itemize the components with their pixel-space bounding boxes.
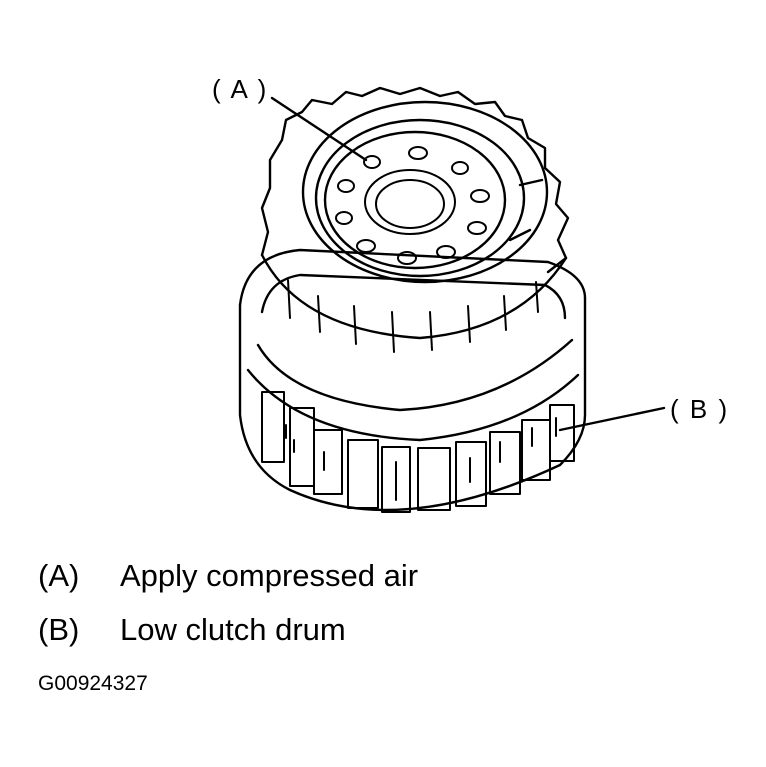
bolt-hole — [397, 251, 417, 265]
legend-text: Low clutch drum — [120, 612, 346, 647]
drum-outer-wall — [238, 296, 587, 512]
figure-id: G00924327 — [38, 672, 148, 695]
drum-body — [238, 248, 587, 512]
bolt-hole — [408, 146, 428, 160]
hub-step-line — [508, 178, 544, 242]
spline-tab — [455, 441, 487, 507]
center-bore-outer — [364, 169, 456, 235]
drum-top-rim — [238, 248, 587, 307]
hub-face-ring — [314, 118, 526, 278]
hub-lower-teeth — [287, 279, 539, 353]
callout-label-a: ( A ) — [212, 74, 269, 104]
hub-face-ring-inner — [323, 130, 507, 270]
spline-tab — [549, 404, 575, 462]
spline-tab — [489, 431, 521, 495]
hub-lower-edge — [260, 253, 568, 340]
legend-row-b: (B) Low clutch drum — [38, 614, 346, 645]
drum-shoulder-line — [256, 338, 574, 412]
drum-inner-rim — [260, 273, 567, 320]
drum-groove-line — [246, 368, 580, 442]
drum-splines — [261, 391, 575, 513]
bolt-hole — [363, 155, 381, 169]
leader-line-b — [558, 406, 666, 432]
bolt-hole — [451, 161, 469, 175]
bolt-hole — [335, 211, 353, 225]
spline-tab — [313, 429, 343, 495]
bolt-hole — [467, 221, 487, 235]
legend-key: (B) — [38, 612, 80, 647]
hub-gear-teeth — [260, 86, 570, 274]
leader-line-a — [270, 96, 368, 162]
legend-row-a: (A) Apply compressed air — [38, 560, 418, 591]
bolt-hole — [356, 239, 376, 253]
hub — [260, 86, 570, 353]
hub-holes — [335, 146, 490, 265]
bolt-hole — [470, 189, 490, 203]
center-bore-inner — [375, 179, 445, 229]
hub-face-ring-outer — [301, 100, 549, 284]
bolt-hole — [337, 179, 355, 193]
spline-tab — [347, 439, 379, 509]
callout-label-b: ( B ) — [670, 394, 730, 424]
bolt-hole — [436, 245, 456, 259]
spline-tab — [261, 391, 285, 463]
spline-tab — [417, 447, 451, 511]
legend-text: Apply compressed air — [120, 558, 419, 593]
spline-slot — [285, 417, 557, 501]
legend-key: (A) — [38, 558, 80, 593]
spline-tab — [381, 446, 411, 513]
